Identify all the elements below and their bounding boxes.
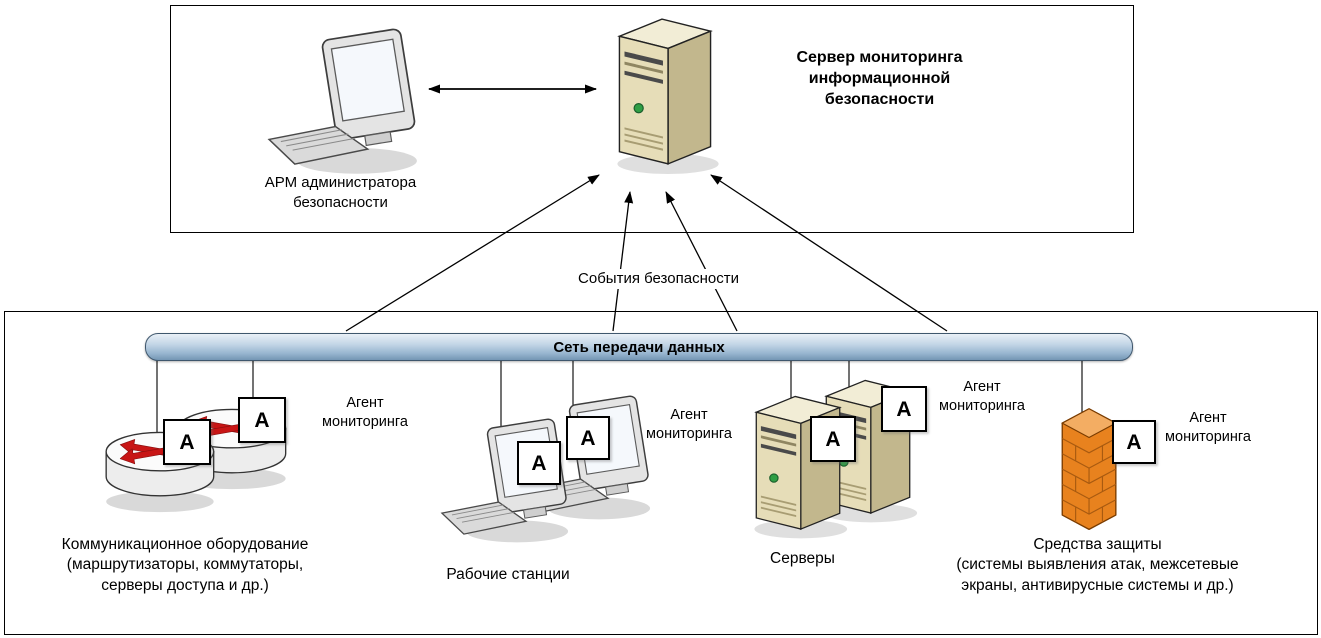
- infrastructure-frame: [4, 311, 1318, 635]
- admin-workstation-label: АРМ администратора безопасности: [264, 174, 417, 211]
- monitoring-server-icon: [616, 18, 720, 175]
- agent-box: А: [163, 419, 211, 465]
- agent-box: А: [810, 416, 856, 462]
- admin-workstation-icon: [268, 28, 418, 175]
- security-events-label: События безопасности: [553, 269, 764, 289]
- monitoring-server-frame: [170, 5, 1134, 233]
- agent-label-servers: Агент мониторинга: [939, 379, 1025, 415]
- caption-communication: Коммуникационное оборудование (маршрутиз…: [61, 536, 309, 594]
- server-icon: [753, 395, 848, 539]
- agent-box: А: [517, 441, 561, 485]
- agent-box: А: [881, 386, 927, 432]
- network-bus-label: Сеть передачи данных: [553, 338, 725, 356]
- caption-protection: Средства защиты (системы выявления атак,…: [956, 536, 1239, 594]
- agent-label-protection: Агент мониторинга: [1165, 410, 1251, 446]
- caption-workstations: Рабочие станции: [446, 566, 570, 583]
- caption-servers: Серверы: [770, 550, 835, 567]
- agent-label-workstations: Агент мониторинга: [646, 407, 732, 443]
- network-bus: Сеть передачи данных: [145, 333, 1133, 361]
- agent-box: А: [1112, 420, 1156, 464]
- monitoring-server-title: Сервер мониторинга информационной безопа…: [796, 49, 963, 109]
- agent-box: А: [566, 416, 610, 460]
- agent-label-communication: Агент мониторинга: [322, 395, 408, 431]
- agent-box: А: [238, 397, 286, 443]
